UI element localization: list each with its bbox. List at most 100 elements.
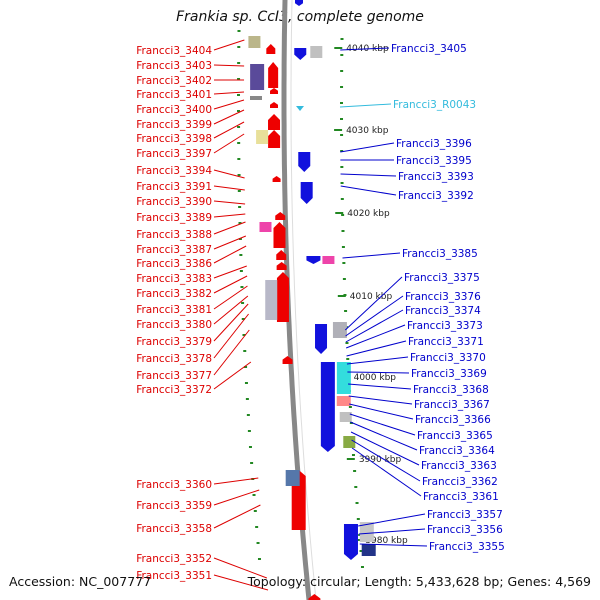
- gene-label[interactable]: Francci3_3360: [136, 479, 212, 491]
- genome-title: Frankia sp. CcI3, complete genome: [176, 9, 424, 25]
- gene-label[interactable]: Francci3_3392: [398, 190, 474, 202]
- gene-label[interactable]: Francci3_3403: [136, 60, 212, 72]
- gene-label[interactable]: Francci3_3359: [136, 500, 212, 512]
- gene-leader-line: [213, 245, 247, 264]
- minor-tick: [344, 310, 348, 312]
- gene-box: [343, 436, 356, 448]
- gene-label[interactable]: Francci3_3352: [136, 553, 212, 565]
- gene-leader-line: [349, 403, 414, 420]
- gene-label[interactable]: Francci3_3382: [136, 288, 212, 300]
- minus-strand-gene: [300, 182, 313, 204]
- gene-label[interactable]: Francci3_3371: [408, 336, 484, 348]
- gene-label[interactable]: Francci3_3389: [136, 212, 212, 224]
- gene-leader-line: [342, 252, 401, 259]
- gene-label[interactable]: Francci3_3372: [136, 384, 212, 396]
- gene-label[interactable]: Francci3_3356: [427, 524, 503, 536]
- gene-label[interactable]: Francci3_3376: [405, 291, 481, 303]
- gene-label[interactable]: Francci3_3394: [136, 165, 212, 177]
- gene-label[interactable]: Francci3_3391: [136, 181, 212, 193]
- scale-label: 4000 kbp: [354, 373, 397, 383]
- minor-tick: [243, 350, 247, 352]
- gene-leader-line: [213, 361, 252, 390]
- gene-leader-line: [213, 64, 245, 67]
- gene-label[interactable]: Francci3_3396: [396, 138, 472, 150]
- gene-label[interactable]: Francci3_3379: [136, 336, 212, 348]
- gene-label[interactable]: Francci3_3397: [136, 148, 212, 160]
- gene-leader-line: [351, 439, 421, 482]
- minor-tick: [345, 342, 349, 344]
- gene-leader-line: [345, 309, 404, 343]
- gene-label[interactable]: Francci3_3404: [136, 45, 212, 57]
- gene-label[interactable]: Francci3_3351: [136, 570, 212, 582]
- gene-label[interactable]: Francci3_3370: [410, 352, 486, 364]
- plus-strand-gene: [308, 594, 321, 600]
- gene-label[interactable]: Francci3_3369: [411, 368, 487, 380]
- gene-label[interactable]: Francci3_3385: [402, 248, 478, 260]
- minor-tick: [237, 158, 241, 160]
- minor-tick: [340, 102, 344, 104]
- gene-leader-line: [213, 295, 249, 325]
- gene-leader-line: [213, 221, 246, 235]
- gene-label[interactable]: Francci3_3364: [419, 445, 495, 457]
- gene-label[interactable]: Francci3_3402: [136, 75, 212, 87]
- gene-label[interactable]: Francci3_3381: [136, 304, 212, 316]
- gene-label[interactable]: Francci3_3373: [407, 320, 483, 332]
- gene-leader-line: [345, 295, 404, 337]
- minor-tick: [241, 318, 245, 320]
- gene-label[interactable]: Francci3_3387: [136, 244, 212, 256]
- gene-leader-line: [339, 103, 392, 108]
- gene-label[interactable]: Francci3_3398: [136, 133, 212, 145]
- minor-tick: [358, 534, 362, 536]
- gene-label[interactable]: Francci3_3378: [136, 353, 212, 365]
- gene-label[interactable]: Francci3_3361: [423, 491, 499, 503]
- gene-label[interactable]: Francci3_3386: [136, 258, 212, 270]
- gene-label[interactable]: Francci3_3393: [398, 171, 474, 183]
- gene-leader-line: [340, 142, 395, 153]
- gene-label[interactable]: Francci3_3405: [391, 43, 467, 55]
- minor-tick: [340, 70, 344, 72]
- gene-label[interactable]: Francci3_3388: [136, 229, 212, 241]
- gene-label[interactable]: Francci3_3380: [136, 319, 212, 331]
- gene-label[interactable]: Francci3_3365: [417, 430, 493, 442]
- gene-label[interactable]: Francci3_3362: [422, 476, 498, 488]
- scale-label: 3980 kbp: [365, 536, 408, 546]
- gene-label[interactable]: Francci3_3383: [136, 273, 212, 285]
- gene-label[interactable]: Francci3_3363: [421, 460, 497, 472]
- gene-box: [248, 36, 261, 48]
- gene-label[interactable]: Francci3_3400: [136, 104, 212, 116]
- gene-leader-line: [213, 185, 245, 191]
- gene-label[interactable]: Francci3_3377: [136, 370, 212, 382]
- minor-tick: [341, 246, 345, 248]
- gene-label[interactable]: Francci3_3401: [136, 89, 212, 101]
- minor-tick: [240, 286, 244, 288]
- plus-strand-gene: [273, 222, 286, 248]
- gene-label[interactable]: Francci3_3367: [414, 399, 490, 411]
- gene-box: [285, 470, 300, 486]
- gene-leader-line: [340, 173, 397, 177]
- gene-label[interactable]: Francci3_R0043: [393, 99, 476, 111]
- gene-box: [265, 280, 278, 320]
- gene-label[interactable]: Francci3_3375: [404, 272, 480, 284]
- minor-tick: [353, 470, 357, 472]
- minor-tick: [349, 422, 353, 424]
- plus-strand-gene: [266, 44, 276, 54]
- gene-label[interactable]: Francci3_3357: [427, 509, 503, 521]
- gene-label[interactable]: Francci3_3366: [415, 414, 491, 426]
- gene-leader-line: [213, 121, 245, 139]
- gene-leader-line: [348, 383, 412, 390]
- gene-label[interactable]: Francci3_3355: [429, 541, 505, 553]
- gene-label[interactable]: Francci3_3368: [413, 384, 489, 396]
- gene-label[interactable]: Francci3_3374: [405, 305, 481, 317]
- gene-label[interactable]: Francci3_3399: [136, 119, 212, 131]
- gene-leader-line: [213, 303, 249, 342]
- gene-box: [361, 544, 376, 556]
- minor-tick: [238, 238, 242, 240]
- gene-label[interactable]: Francci3_3395: [396, 155, 472, 167]
- gene-box: [332, 322, 347, 338]
- minor-tick: [237, 174, 241, 176]
- gene-label[interactable]: Francci3_3390: [136, 196, 212, 208]
- plus-strand-gene: [276, 250, 287, 260]
- gene-label[interactable]: Francci3_3358: [136, 523, 212, 535]
- minor-tick: [257, 558, 261, 560]
